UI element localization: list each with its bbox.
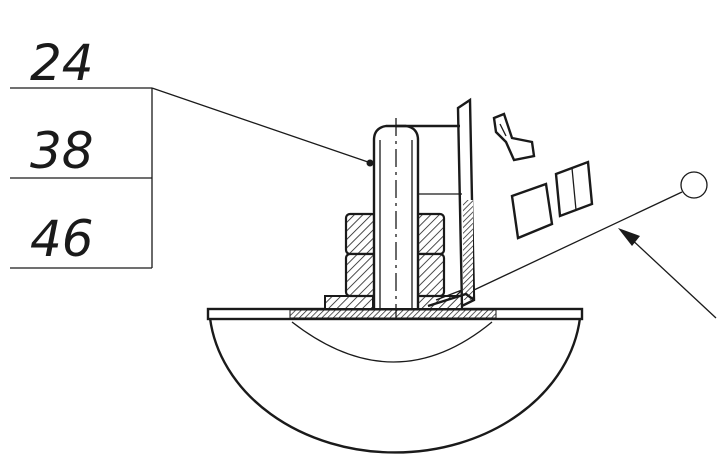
plate-left: [510, 182, 554, 240]
washer-left: [324, 295, 374, 310]
angle-bracket: [396, 97, 476, 308]
bolt: [372, 118, 420, 318]
balloon-circle: [680, 171, 708, 199]
part-number-24: 24: [30, 34, 94, 92]
terminal-plates: [510, 160, 594, 240]
clip-slot: [499, 123, 507, 137]
callout-leader-line: [151, 87, 369, 163]
clip-shape: [492, 112, 536, 162]
arrow-shaft: [627, 235, 717, 319]
housing-outline: [208, 317, 582, 454]
housing-inner-arc: [291, 321, 493, 363]
leader-dot: [366, 159, 374, 167]
flange-hatch: [289, 309, 497, 319]
part-number-46: 46: [30, 210, 94, 268]
nut-upper-left: [344, 212, 378, 256]
bracket-hatch: [463, 200, 473, 300]
balloon-reference: [473, 171, 708, 291]
nut-lower-left: [344, 252, 378, 298]
balloon-leader-line: [473, 191, 683, 291]
part-number-callout: 24 38 46: [10, 34, 374, 269]
spring-clip: [492, 112, 536, 162]
plate-right-divider: [571, 167, 577, 211]
hemispherical-housing: [206, 307, 584, 454]
bracket-foot-arrow: [435, 289, 463, 301]
reference-arrow: [618, 228, 717, 319]
part-number-38: 38: [30, 122, 94, 180]
arrow-head: [618, 228, 640, 246]
bracket-foot: [427, 292, 475, 308]
hex-nuts: [344, 212, 446, 298]
